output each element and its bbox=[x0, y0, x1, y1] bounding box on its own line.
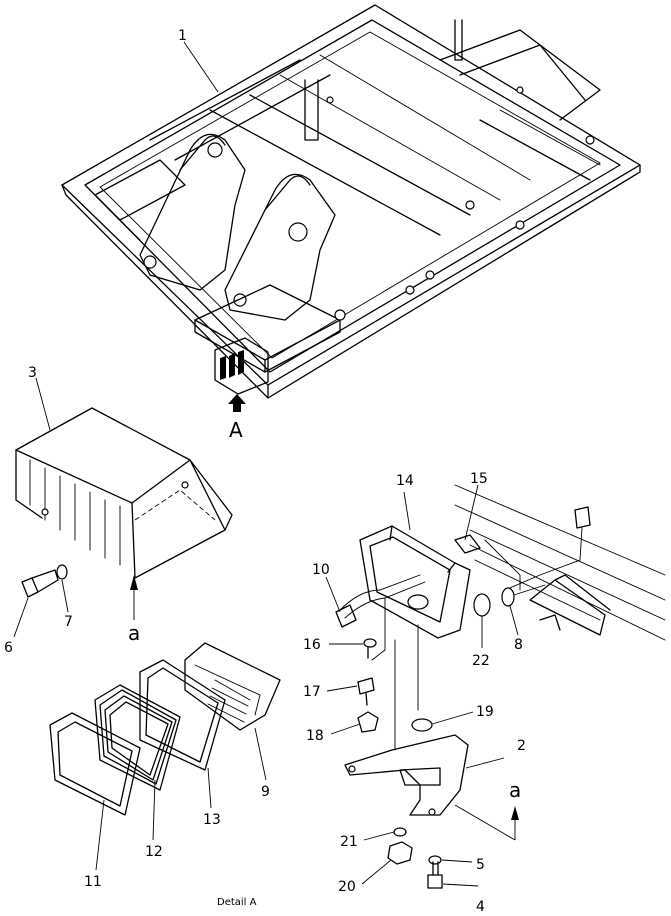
callout-4: 4 bbox=[476, 899, 485, 911]
callout-2: 2 bbox=[517, 738, 526, 754]
main-frame-assembly bbox=[61, 4, 641, 412]
callout-15: 15 bbox=[470, 471, 488, 487]
callout-8: 8 bbox=[514, 637, 523, 653]
callout-3: 3 bbox=[28, 365, 37, 381]
callout-20: 20 bbox=[338, 879, 356, 895]
light-guard-cover bbox=[15, 407, 233, 620]
detail-a-assembly bbox=[335, 484, 666, 889]
callout-22: 22 bbox=[472, 653, 490, 669]
bolt-and-washer-left bbox=[21, 564, 68, 598]
callout-16: 16 bbox=[303, 637, 321, 653]
callout-14: 14 bbox=[396, 473, 414, 489]
callout-18: 18 bbox=[306, 728, 324, 744]
detail-caption: Detail A bbox=[217, 897, 257, 908]
callout-5: 5 bbox=[476, 857, 485, 873]
headlamp-exploded bbox=[49, 642, 281, 816]
section-mark-left: a bbox=[128, 621, 140, 645]
section-mark-right: a bbox=[509, 778, 521, 802]
callout-7: 7 bbox=[64, 614, 73, 630]
callout-labels: 1 2 3 4 5 6 7 8 9 10 11 12 13 14 15 16 1… bbox=[4, 28, 526, 915]
callout-6: 6 bbox=[4, 640, 13, 656]
callout-10: 10 bbox=[312, 562, 330, 578]
callout-9: 9 bbox=[261, 784, 270, 800]
callout-21: 21 bbox=[340, 834, 358, 850]
leader-lines bbox=[13, 41, 519, 887]
callout-19: 19 bbox=[476, 704, 494, 720]
view-arrow-label: A bbox=[229, 418, 243, 442]
callout-11: 11 bbox=[84, 874, 102, 890]
callout-1: 1 bbox=[178, 28, 187, 44]
callout-12: 12 bbox=[145, 844, 163, 860]
callout-17: 17 bbox=[303, 684, 321, 700]
callout-13: 13 bbox=[203, 812, 221, 828]
